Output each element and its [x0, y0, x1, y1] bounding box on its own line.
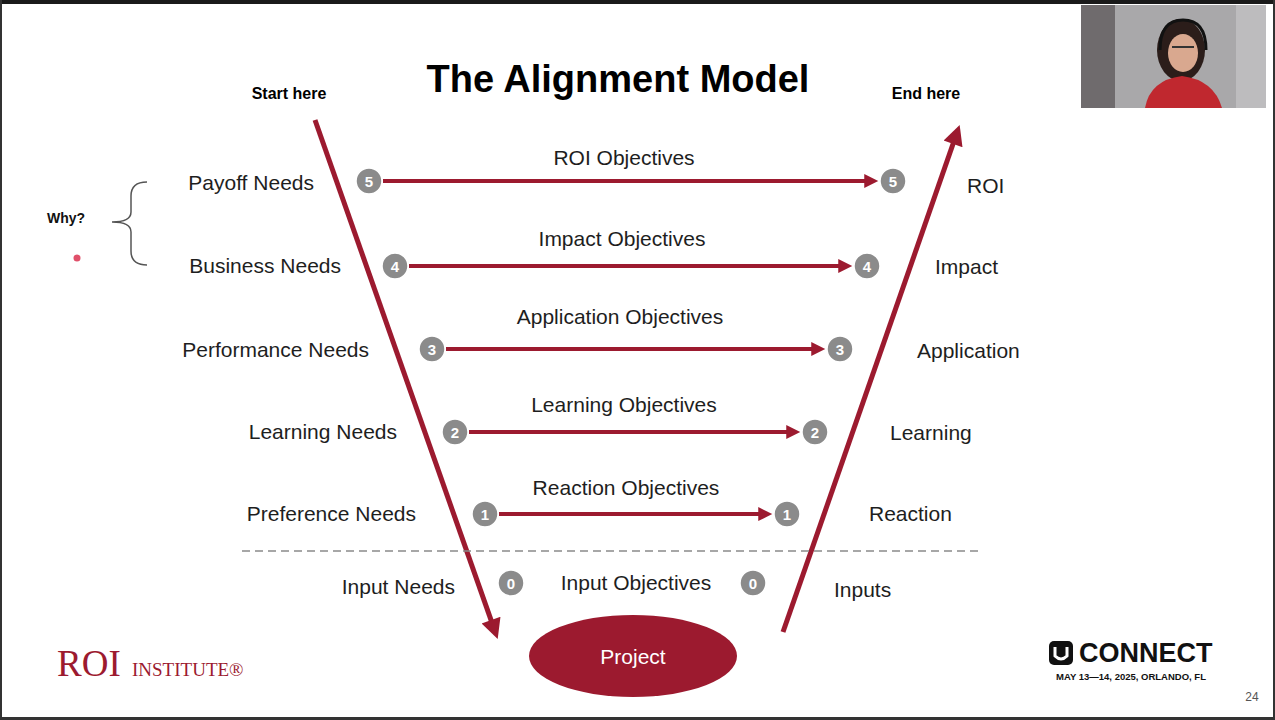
- number-text: 3: [428, 342, 436, 357]
- level-label: Learning: [890, 421, 972, 444]
- frame-left: [0, 0, 2, 720]
- number-text: 5: [365, 174, 373, 189]
- level-label: Reaction: [869, 502, 952, 525]
- node-outline: [740, 570, 766, 596]
- why-label: Why?: [47, 211, 85, 226]
- project-text: Project: [600, 646, 665, 667]
- level-label: ROI: [967, 174, 1004, 197]
- objective-arrow: [469, 430, 795, 434]
- need-label: Payoff Needs: [188, 171, 314, 194]
- number-text: 2: [451, 425, 459, 440]
- frame-top: [0, 0, 1275, 4]
- end-label: End here: [892, 85, 960, 103]
- presenter-body: [1145, 76, 1222, 108]
- objective-label: Learning Objectives: [531, 393, 717, 416]
- level-label: Inputs: [834, 578, 891, 601]
- presenter-glasses: [1172, 46, 1194, 48]
- level-number: 1: [471, 500, 499, 528]
- webcam-window: [1081, 5, 1115, 108]
- node-outline: [854, 253, 880, 279]
- level-number: 0: [497, 569, 525, 597]
- webcam-feed: [1081, 5, 1266, 108]
- number-text: 0: [507, 576, 515, 591]
- connect-icon-mark: [1055, 647, 1067, 659]
- pointer-dot: [74, 255, 81, 262]
- node-outline: [827, 336, 853, 362]
- node-outline: [880, 168, 906, 194]
- presenter-hair: [1157, 19, 1205, 81]
- objective-arrow: [499, 512, 767, 516]
- presenter-headset: [1160, 20, 1206, 50]
- input-objectives-label: Input Objectives: [561, 571, 712, 594]
- objective-label: Impact Objectives: [539, 227, 706, 250]
- level-number: 4: [853, 252, 881, 280]
- number-text: 1: [783, 507, 791, 522]
- level-number: 2: [801, 418, 829, 446]
- node-outline: [802, 419, 828, 445]
- need-label: Input Needs: [342, 575, 455, 598]
- level-number: 0: [739, 569, 767, 597]
- number-text: 1: [481, 507, 489, 522]
- frame-bottom: [0, 717, 1275, 720]
- node-outline: [498, 570, 524, 596]
- need-label: Business Needs: [189, 254, 341, 277]
- level-number: 1: [773, 500, 801, 528]
- objective-label: Application Objectives: [517, 305, 724, 328]
- logo-word: INSTITUTE®: [132, 660, 244, 681]
- level-number: 5: [355, 167, 383, 195]
- slide-number: 24: [1245, 691, 1258, 704]
- objective-label: ROI Objectives: [553, 146, 694, 169]
- number-text: 2: [811, 425, 819, 440]
- curly-brace: [112, 182, 147, 265]
- connect-icon: [1049, 641, 1073, 665]
- number-text: 5: [889, 174, 897, 189]
- webcam-frame: [1081, 5, 1266, 108]
- objective-arrow: [383, 179, 873, 183]
- number-text: 3: [836, 342, 844, 357]
- need-label: Performance Needs: [182, 338, 369, 361]
- node-outline: [774, 501, 800, 527]
- objective-arrow: [446, 347, 820, 351]
- frame-right: [1273, 0, 1275, 720]
- level-number: 3: [826, 335, 854, 363]
- need-label: Learning Needs: [249, 420, 397, 443]
- number-text: 4: [863, 259, 871, 274]
- node-outline: [382, 253, 408, 279]
- node-outline: [529, 615, 737, 697]
- start-label: Start here: [252, 85, 327, 103]
- webcam-wall: [1236, 5, 1266, 108]
- level-number: 4: [381, 252, 409, 280]
- level-number: 3: [418, 335, 446, 363]
- level-number: 5: [879, 167, 907, 195]
- up-arrow: [783, 136, 956, 632]
- node-outline: [356, 168, 382, 194]
- dashed-divider: [242, 550, 982, 552]
- objective-arrow: [409, 264, 847, 268]
- level-label: Impact: [935, 255, 998, 278]
- node-outline: [419, 336, 445, 362]
- node-outline: [472, 501, 498, 527]
- need-label: Preference Needs: [247, 502, 416, 525]
- number-text: 0: [749, 576, 757, 591]
- event-logo: CONNECT: [1079, 639, 1213, 669]
- slide-title: The Alignment Model: [427, 59, 810, 101]
- node-outline: [442, 419, 468, 445]
- presenter-face: [1168, 34, 1198, 72]
- project-ellipse: Project: [528, 614, 738, 698]
- number-text: 4: [391, 259, 399, 274]
- level-number: 2: [441, 418, 469, 446]
- logo-word: ROI: [57, 644, 121, 685]
- objective-label: Reaction Objectives: [533, 476, 720, 499]
- level-label: Application: [917, 339, 1020, 362]
- event-date: MAY 13—14, 2025, ORLANDO, FL: [1056, 672, 1206, 682]
